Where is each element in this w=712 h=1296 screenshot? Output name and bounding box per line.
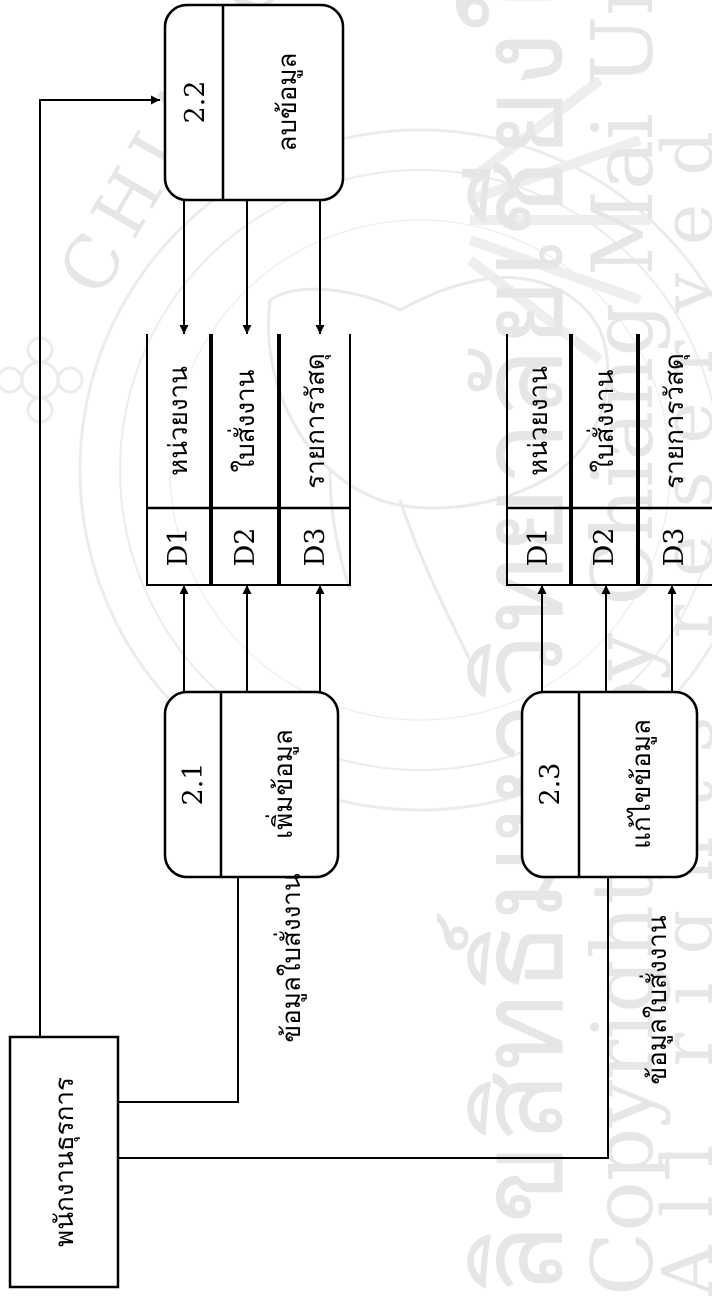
data-store-upper-d2: D2 ใบสั่งงาน (211, 334, 279, 586)
process-2-3-edit: 2.3 แก้ไขข้อมูล (520, 690, 699, 879)
data-store-lower-d1-name: หน่วยงาน (524, 366, 554, 476)
external-entity-admin-staff: พนักงานธุรการ (8, 1035, 120, 1289)
data-store-lower-d3-name: รายการวัสดุ (660, 353, 690, 488)
flow-label-to-add: ข้อมูลใบสั่งงาน (273, 873, 307, 1043)
watermark-copyright-text: Copyright © by Chiang Mai University (574, 0, 672, 1296)
process-2-2-label: ลบข้อมูล (273, 53, 303, 152)
process-2-3-label: แก้ไขข้อมูล (626, 719, 657, 849)
flow-entity-to-edit (118, 866, 613, 1159)
data-store-lower-d3-code: D3 (659, 528, 690, 567)
data-store-upper-d1-code: D1 (163, 528, 194, 567)
process-2-1-number: 2.1 (178, 763, 209, 806)
data-store-upper-d1-name: หน่วยงาน (164, 366, 194, 476)
data-store-upper-d1: D1 หน่วยงาน (146, 334, 211, 586)
external-entity-label: พนักงานธุรการ (50, 1077, 80, 1247)
data-store-upper-d2-code: D2 (230, 528, 261, 567)
process-2-1-label: เพิ่มข้อมูล (265, 729, 299, 839)
flow-entity-to-delete (39, 95, 160, 1037)
data-store-lower-d3: D3 รายการวัสดุ (638, 334, 712, 586)
flow-entity-to-add (118, 777, 243, 1103)
data-store-lower-d2: D2 ใบสั่งงาน (571, 334, 638, 586)
watermark-thai-text: ลิขสิทธิ์มหาวิทยาลัยเชียงใหม่ (437, 0, 590, 1296)
flow-label-to-edit: ข้อมูลใบสั่งงาน (639, 915, 673, 1085)
data-store-lower-d2-code: D2 (589, 528, 620, 567)
data-store-upper-d3-name: รายการวัสดุ (301, 353, 331, 488)
data-store-lower-d2-name: ใบสั่งงาน (586, 369, 620, 472)
data-store-lower-d1: D1 หน่วยงาน (506, 334, 571, 586)
data-store-upper-d2-name: ใบสั่งงาน (227, 369, 261, 472)
process-2-1-add: 2.1 เพิ่มข้อมูล (163, 690, 340, 879)
process-2-2-delete: 2.2 ลบข้อมูล (163, 3, 345, 202)
process-2-2-number: 2.2 (180, 81, 211, 124)
data-store-upper-d3: D3 รายการวัสดุ (279, 334, 351, 586)
data-store-lower-d1-code: D1 (523, 528, 554, 567)
process-2-3-number: 2.3 (535, 763, 566, 806)
data-store-upper-d3-code: D3 (300, 528, 331, 567)
